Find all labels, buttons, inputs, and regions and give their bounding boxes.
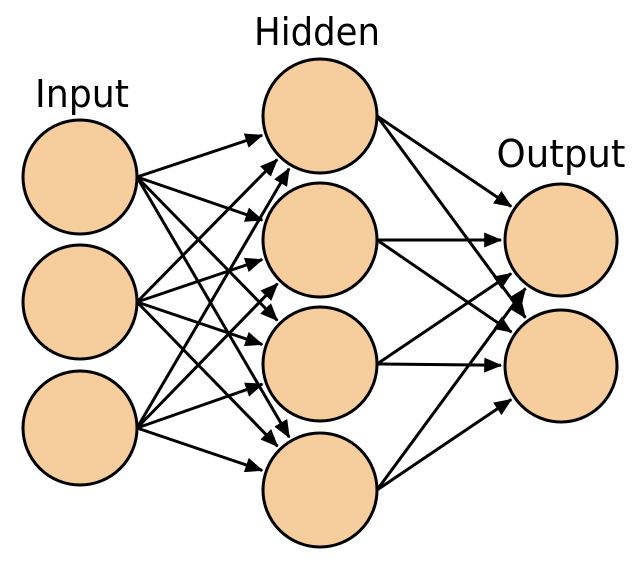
edge-hidden-0-to-output-0 bbox=[376, 114, 513, 208]
edge-hidden-1-to-output-1 bbox=[376, 238, 513, 334]
edge-input-1-to-hidden-1 bbox=[136, 257, 264, 304]
edge-input-2-to-hidden-2 bbox=[136, 382, 264, 430]
output-node-0 bbox=[503, 182, 619, 298]
edge-input-1-to-hidden-3 bbox=[135, 300, 279, 448]
edge-hidden-3-to-output-0 bbox=[375, 287, 527, 491]
output-node-1 bbox=[503, 308, 619, 424]
edge-input-0-to-hidden-0 bbox=[136, 133, 264, 179]
edges-group bbox=[135, 114, 527, 492]
hidden-layer-label: Hidden bbox=[254, 10, 380, 54]
edge-input-0-to-hidden-1 bbox=[136, 175, 264, 222]
input-layer-label: Input bbox=[35, 72, 129, 116]
edge-input-2-to-hidden-0 bbox=[135, 167, 291, 429]
hidden-node-3 bbox=[261, 431, 379, 549]
edge-hidden-3-to-output-1 bbox=[376, 398, 513, 492]
output-layer-label: Output bbox=[497, 132, 626, 176]
edge-input-2-to-hidden-3 bbox=[136, 426, 264, 473]
edge-input-2-to-hidden-1 bbox=[135, 282, 279, 430]
edge-hidden-2-to-output-0 bbox=[376, 272, 513, 366]
hidden-node-2 bbox=[261, 305, 379, 423]
input-node-1 bbox=[21, 243, 139, 361]
input-node-2 bbox=[21, 369, 139, 487]
hidden-node-0 bbox=[261, 57, 379, 175]
hidden-node-1 bbox=[261, 181, 379, 299]
input-node-0 bbox=[21, 118, 139, 236]
nodes-group bbox=[21, 57, 619, 549]
edge-input-0-to-hidden-2 bbox=[135, 175, 279, 322]
edge-input-0-to-hidden-3 bbox=[135, 176, 291, 439]
edge-input-1-to-hidden-0 bbox=[135, 158, 279, 304]
edge-hidden-2-to-output-1 bbox=[376, 357, 503, 373]
